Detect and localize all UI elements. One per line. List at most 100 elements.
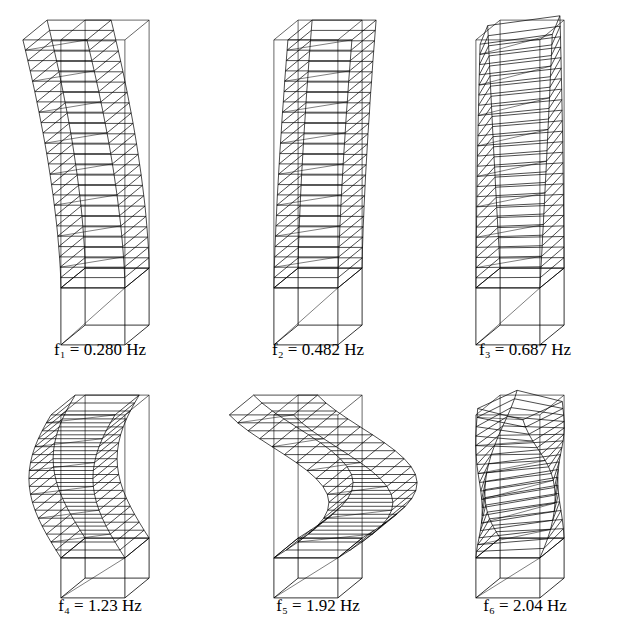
wireframe-line [50,174,52,184]
wireframe-line [106,423,110,431]
wireframe-line [341,185,343,195]
wireframe-line [298,268,362,269]
wireframe-line [29,486,93,487]
wireframe-line [28,61,30,71]
wireframe-line [85,538,149,539]
wireframe-line [541,256,543,267]
wireframe-line [333,514,397,515]
wireframe-line [477,207,497,227]
wireframe-line [500,268,501,325]
wireframe-line [67,113,131,114]
wireframe-line [353,482,417,483]
wireframe-line [488,26,560,36]
wireframe-line [32,502,96,503]
wireframe-line [340,216,364,236]
wireframe-line [477,136,478,146]
wireframe-line [500,578,564,579]
wireframe-line [551,34,553,45]
wireframe-line [276,205,278,215]
wireframe-line [279,154,281,164]
wireframe-line [477,409,479,418]
wireframe-line [298,227,299,237]
wireframe-line [279,143,281,153]
wireframe-line [29,467,53,487]
wireframe-line [23,20,47,40]
wireframe-line [53,175,77,195]
wireframe-line [274,538,298,558]
wireframe-line [475,288,476,345]
wireframe-line [280,133,282,143]
wireframe-line [47,153,111,154]
wireframe-line [127,411,131,419]
wireframe-line [312,411,336,431]
wireframe-line [85,268,149,269]
wireframe-line [346,103,370,123]
wireframe-line [542,237,564,257]
wireframe-line [562,121,563,132]
wireframe-line [84,237,148,238]
wireframe-line [38,518,42,526]
wireframe-line [477,465,478,474]
wireframe-line [274,268,298,288]
wireframe-line [526,427,529,434]
wireframe-line [124,288,125,345]
wireframe-line [311,20,313,30]
wireframe-line [277,185,301,205]
wireframe-line [111,20,114,30]
wireframe-line [348,435,372,455]
wireframe-line [272,439,324,447]
wireframe-line [476,217,477,227]
wireframe-line [35,92,37,102]
wireframe-line [28,60,92,61]
wireframe-line [478,467,548,474]
wireframe-line [476,268,477,278]
wireframe-line [298,578,362,579]
wireframe-line [28,479,29,487]
wireframe-line [479,76,490,95]
wireframe-line [559,16,560,26]
wireframe-line [309,41,311,51]
wireframe-line [298,325,362,326]
wireframe-line [45,143,47,153]
wireframe-line [562,131,563,142]
wireframe-line [285,71,350,81]
wireframe-line [92,61,94,71]
wireframe-line [326,403,336,411]
wireframe-line [327,494,391,495]
wireframe-line [564,395,565,538]
wireframe-line [476,258,477,268]
wireframe-line [476,187,477,197]
wireframe-line [365,165,367,175]
wireframe-line [338,268,362,288]
wireframe-line [475,558,476,598]
wireframe-line [35,510,99,511]
wireframe-line [560,26,561,37]
wireframe-line [550,56,552,67]
wireframe-line [563,205,564,216]
wireframe-line [122,247,124,257]
wireframe-line [52,165,76,185]
wireframe-line [500,395,501,538]
wireframe-line [338,257,339,267]
wireframe-line [327,486,387,494]
wireframe-line [345,112,347,122]
wireframe-line [562,142,563,153]
wireframe-line [117,459,118,467]
wireframe-line [303,144,367,145]
wireframe-line [551,474,553,481]
wireframe-line [29,470,93,471]
wireframe-line [41,103,65,123]
wireframe-line [229,415,237,423]
wireframe-line [362,247,363,257]
wireframe-line [85,325,149,326]
wireframe-line [118,467,119,475]
wireframe-line [480,34,553,54]
wireframe-line [125,268,149,288]
wireframe-line [479,54,480,64]
wireframe-line [476,557,540,558]
wireframe-line [533,441,537,448]
wireframe-line [323,486,327,494]
wireframe-line [99,427,123,447]
wireframe-line [544,539,548,549]
